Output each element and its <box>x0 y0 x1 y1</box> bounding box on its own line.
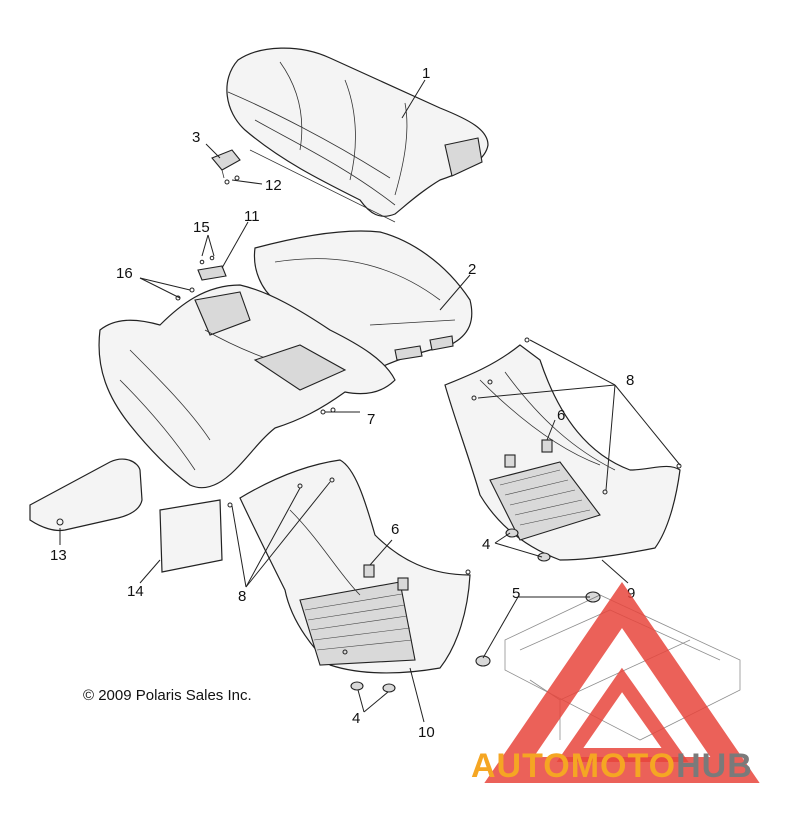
callout-14: 14 <box>127 583 144 600</box>
callout-9: 9 <box>627 585 635 602</box>
callout-11: 11 <box>244 208 260 225</box>
callout-8a: 8 <box>626 372 634 389</box>
leader-lines <box>59 79 681 723</box>
part-grommets <box>350 528 601 693</box>
callout-1: 1 <box>422 65 430 82</box>
callout-13: 13 <box>50 547 67 564</box>
part-seat <box>226 47 489 223</box>
part-posts <box>363 439 553 591</box>
watermark-hub: HUB <box>676 747 753 785</box>
watermark-moto: MOTO <box>571 747 676 785</box>
part-right-footwell <box>444 337 682 561</box>
watermark-triangle <box>484 581 760 783</box>
copyright-text: © 2009 Polaris Sales Inc. <box>83 687 252 704</box>
callout-3: 3 <box>192 129 200 146</box>
part-latch <box>197 255 227 281</box>
callout-16: 16 <box>116 265 133 282</box>
callout-5: 5 <box>512 585 520 602</box>
watermark-logo: AUTOMOTOHUB <box>471 581 760 785</box>
part-plate <box>159 499 223 573</box>
callout-labels: 1 2 3 4 4 5 6 6 7 8 8 9 10 11 12 13 14 1… <box>50 65 635 741</box>
part-bracket <box>211 149 241 185</box>
part-left-footwell <box>227 459 471 674</box>
callout-6a: 6 <box>557 407 565 424</box>
callout-2: 2 <box>468 261 476 278</box>
callout-4a: 4 <box>482 536 490 553</box>
callout-8b: 8 <box>238 588 246 605</box>
callout-7: 7 <box>367 411 375 428</box>
watermark-triangle-inner <box>556 667 689 762</box>
callout-4b: 4 <box>352 710 360 727</box>
part-mat <box>29 458 143 532</box>
svg-text:AUTOMOTOHUB: AUTOMOTOHUB <box>471 747 753 785</box>
callout-10: 10 <box>418 724 435 741</box>
callout-15: 15 <box>193 219 210 236</box>
callout-12: 12 <box>265 177 282 194</box>
part-rear-fender <box>98 284 396 489</box>
watermark-auto: AUTO <box>471 747 571 785</box>
callout-6b: 6 <box>391 521 399 538</box>
